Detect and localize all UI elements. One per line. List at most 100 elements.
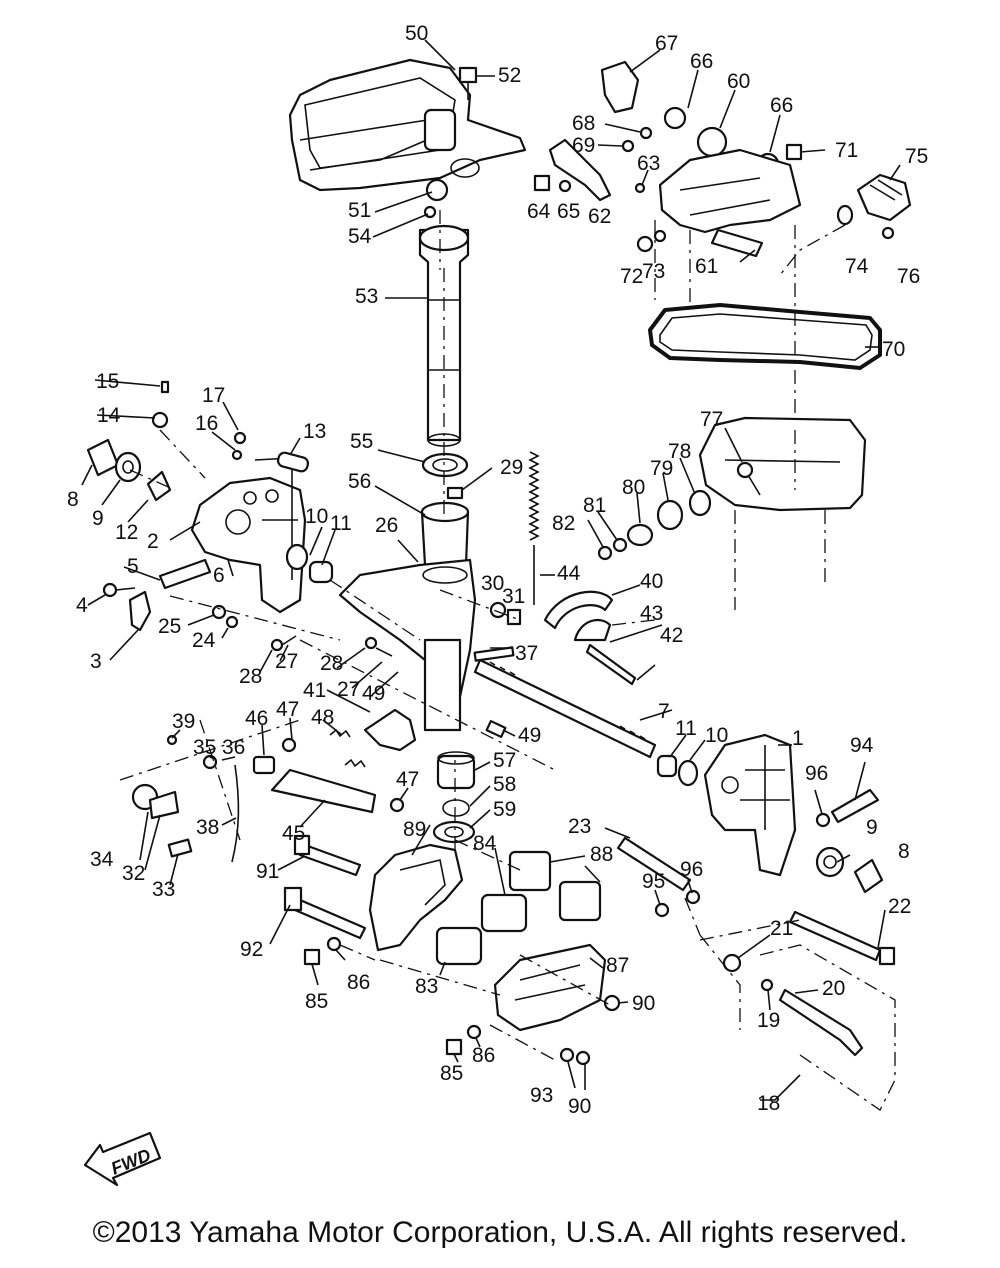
damper-88-a <box>508 850 552 892</box>
callout-74: 74 <box>845 255 869 278</box>
callout-55: 55 <box>350 430 373 453</box>
callout-58: 58 <box>493 773 516 796</box>
callout-65: 65 <box>557 200 580 223</box>
spring-38 <box>231 764 240 863</box>
callout-56: 56 <box>348 470 371 493</box>
pin-63 <box>634 182 646 194</box>
shaft-61 <box>710 228 764 258</box>
callout-95: 95 <box>642 870 665 893</box>
clip-68-69 <box>621 126 653 153</box>
washer-9 <box>114 451 142 483</box>
callout-2: 2 <box>147 530 159 553</box>
callout-23: 23 <box>568 815 591 838</box>
callout-87: 87 <box>606 954 629 977</box>
callout-70: 70 <box>882 338 905 361</box>
callout-43: 43 <box>640 602 663 625</box>
callout-50: 50 <box>405 22 428 45</box>
pin-49 <box>485 719 507 739</box>
callout-91: 91 <box>256 860 279 883</box>
grommet-77 <box>736 461 754 479</box>
washer-74 <box>836 204 854 226</box>
callout-54: 54 <box>348 225 372 248</box>
bolt-22 <box>788 910 896 966</box>
kit-outline-18 <box>699 934 896 1111</box>
callout-85a: 85 <box>305 990 328 1013</box>
callout-59: 59 <box>493 798 516 821</box>
grommet-66-a <box>663 106 687 130</box>
callout-45: 45 <box>282 822 305 845</box>
callout-47b: 47 <box>396 768 419 791</box>
nut-72-73 <box>636 229 667 253</box>
callout-1: 1 <box>792 727 804 750</box>
seal-59 <box>432 820 476 844</box>
washer-96 <box>815 812 831 828</box>
screw-96-95 <box>654 889 701 918</box>
callout-11-left: 11 <box>330 512 352 535</box>
knob-32 <box>148 790 180 820</box>
callout-78: 78 <box>668 440 691 463</box>
callout-26: 26 <box>375 514 398 537</box>
bolt-94 <box>830 788 880 824</box>
nut-21 <box>722 953 742 973</box>
rod-20 <box>778 988 864 1057</box>
damper-84 <box>480 893 528 933</box>
callout-13: 13 <box>303 420 326 443</box>
callout-69: 69 <box>572 134 595 157</box>
tube-7 <box>473 658 657 759</box>
callout-7: 7 <box>658 700 670 723</box>
callout-42: 42 <box>660 624 683 647</box>
callout-9-left: 9 <box>92 507 104 530</box>
callout-22: 22 <box>888 895 911 918</box>
callout-38: 38 <box>196 816 219 839</box>
callout-72: 72 <box>620 265 643 288</box>
callout-66a: 66 <box>690 50 713 73</box>
ring-58 <box>442 799 470 817</box>
callout-49a: 49 <box>362 682 385 705</box>
callout-17: 17 <box>202 384 225 407</box>
bolt-4 <box>102 582 136 598</box>
pin-23 <box>616 836 692 892</box>
callout-28a: 28 <box>239 665 262 688</box>
mount-57 <box>436 751 476 790</box>
callout-93: 93 <box>530 1084 553 1107</box>
callout-30: 30 <box>481 572 504 595</box>
callout-64: 64 <box>527 200 551 223</box>
callout-29: 29 <box>500 456 523 479</box>
pivot-60 <box>696 126 728 158</box>
knob-8 <box>86 438 120 477</box>
bolt-71 <box>785 143 803 161</box>
copyright-notice: ©2013 Yamaha Motor Corporation, U.S.A. A… <box>92 1216 908 1249</box>
callout-37: 37 <box>515 642 538 665</box>
nut-90 <box>575 994 621 1066</box>
bolt-91 <box>293 834 362 877</box>
callout-33: 33 <box>152 878 175 901</box>
nut-81-82 <box>597 537 628 561</box>
callout-63: 63 <box>637 152 660 175</box>
bushing-11-right <box>656 754 678 778</box>
tilt-lever-40 <box>543 590 614 642</box>
callout-44: 44 <box>557 562 581 585</box>
nut-24-25 <box>211 604 239 629</box>
bolt-5 <box>158 558 212 590</box>
spring-48 <box>329 728 366 768</box>
clip-19 <box>760 978 774 992</box>
callout-86b: 86 <box>472 1044 495 1067</box>
pin-13 <box>276 451 310 473</box>
bottom-cowling <box>698 416 867 512</box>
callout-52: 52 <box>498 64 521 87</box>
callout-14: 14 <box>97 404 121 427</box>
plug-79 <box>656 499 684 531</box>
callout-16: 16 <box>195 412 218 435</box>
callout-82: 82 <box>552 512 575 535</box>
spring-16-17 <box>231 431 247 461</box>
callout-34: 34 <box>90 848 114 871</box>
callout-96b: 96 <box>680 858 703 881</box>
callout-66b: 66 <box>770 94 793 117</box>
link-62 <box>548 138 612 202</box>
callout-46: 46 <box>245 707 268 730</box>
callout-3: 3 <box>90 650 102 673</box>
callout-41: 41 <box>303 679 326 702</box>
callout-9-right: 9 <box>866 816 878 839</box>
bushing-55 <box>421 452 469 478</box>
callout-80: 80 <box>622 476 645 499</box>
